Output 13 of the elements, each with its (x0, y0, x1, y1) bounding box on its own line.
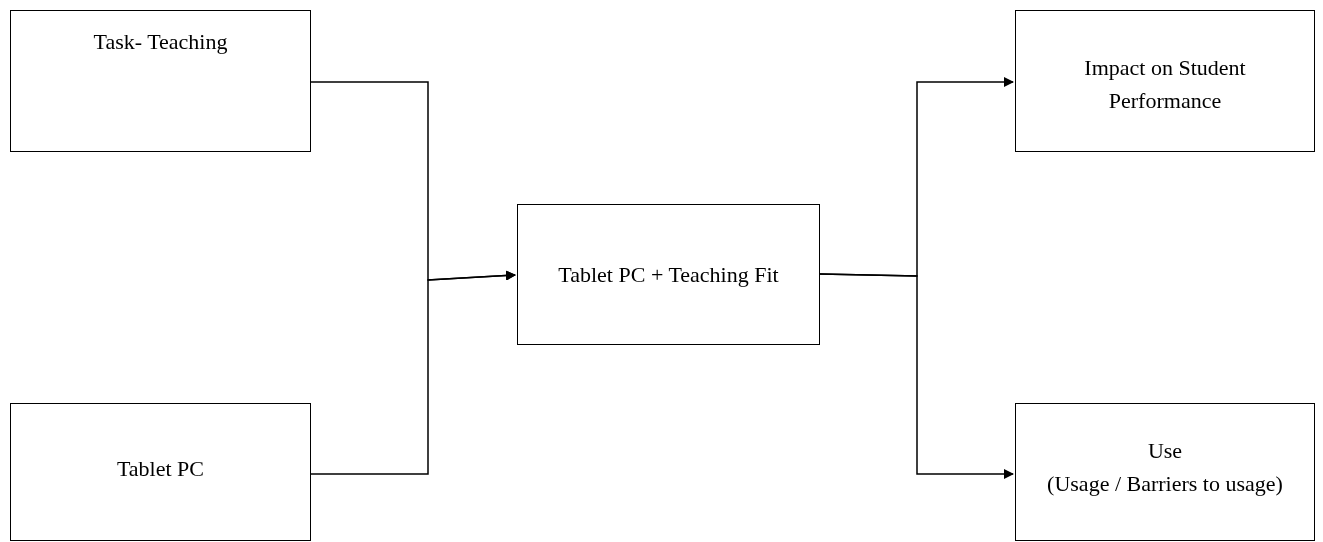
process-box (1015, 403, 1315, 541)
process-box (10, 10, 311, 152)
process-box (517, 204, 820, 345)
process-box (1015, 10, 1315, 152)
arrow (819, 273, 1014, 479)
box-text: Impact on Student Performance (1083, 54, 1247, 115)
process-box (10, 403, 311, 541)
arrow (310, 270, 516, 475)
box-text: Tablet PC + Teaching Fit (558, 261, 779, 289)
box-text: Task- Teaching (93, 28, 228, 56)
box-text: Tablet PC (116, 455, 205, 483)
box-text: Use (1147, 437, 1183, 465)
box-text: (Usage / Barriers to usage) (1047, 470, 1283, 498)
